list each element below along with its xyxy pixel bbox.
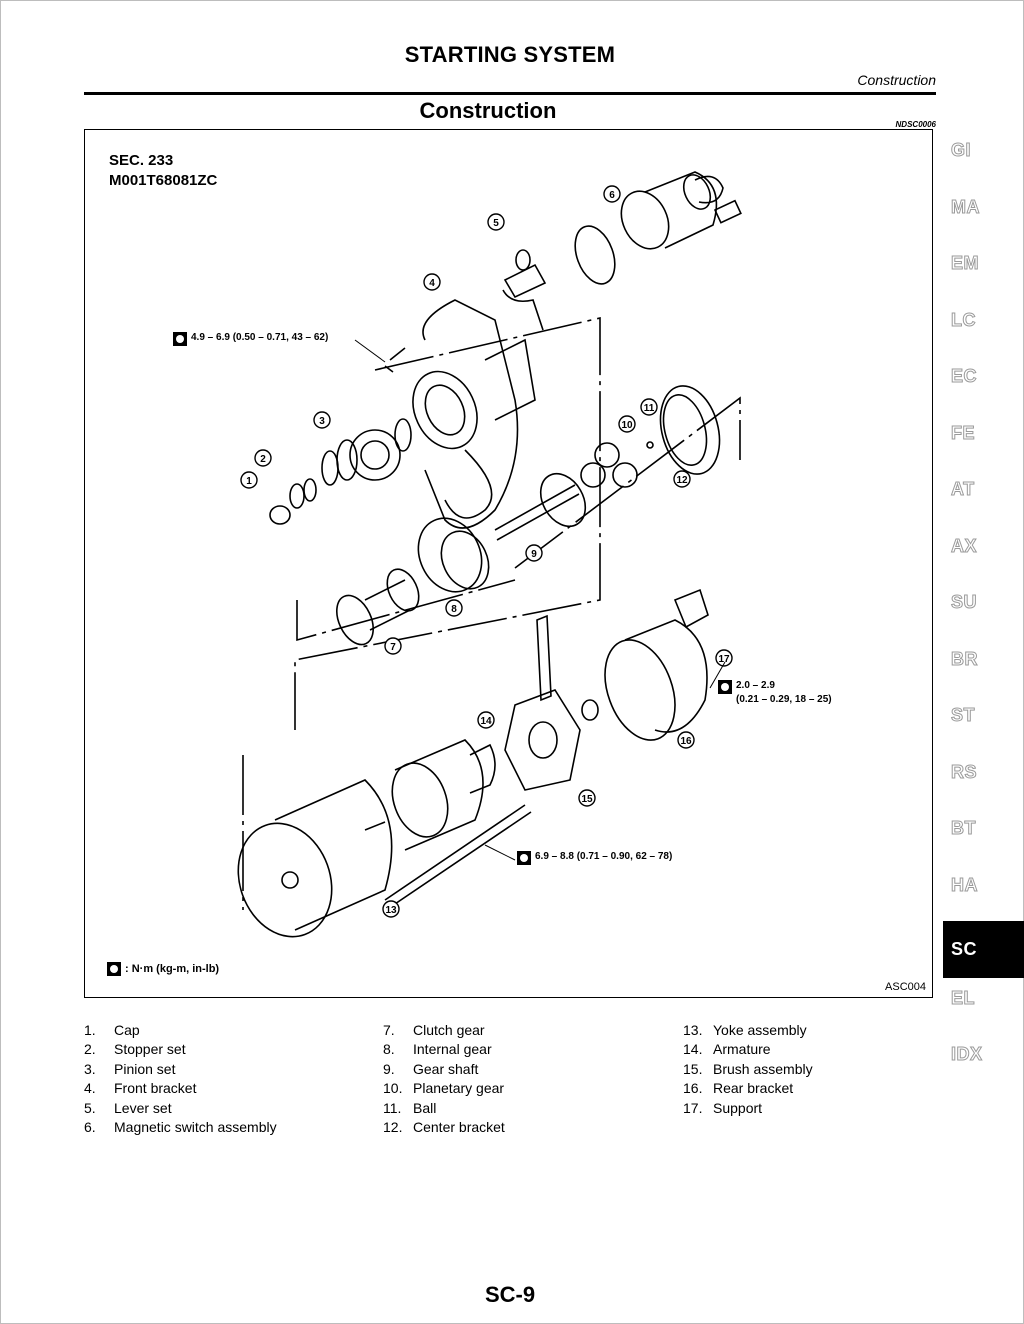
tab-gi[interactable]: GI <box>951 140 972 161</box>
callout-1: 1 <box>246 476 252 487</box>
tab-bt[interactable]: BT <box>951 818 977 839</box>
callout-3: 3 <box>319 416 325 427</box>
exploded-view-figure: SEC. 233 M001T68081ZC <box>84 129 933 998</box>
page-number: SC-9 <box>484 1282 536 1307</box>
list-item: 17.Support <box>683 1099 763 1116</box>
starter-exploded-drawing: 6 5 4 3 2 1 11 10 12 9 8 7 17 14 16 15 1… <box>237 171 742 938</box>
tab-ec[interactable]: EC <box>951 366 978 387</box>
parts-list-column-1: 1.Cap 2.Stopper set 3.Pinion set 4.Front… <box>84 1022 277 1138</box>
tab-ma[interactable]: MA <box>951 196 981 217</box>
tab-su[interactable]: SU <box>951 592 978 613</box>
tab-ax[interactable]: AX <box>951 535 978 556</box>
callout-4: 4 <box>429 278 435 289</box>
torque-wrench-icon <box>718 680 732 694</box>
list-item: 14.Armature <box>683 1041 771 1058</box>
tab-em[interactable]: EM <box>951 253 980 274</box>
torque-wrench-icon <box>107 962 121 976</box>
list-item: 11.Ball <box>383 1099 437 1116</box>
callout-12: 12 <box>676 475 688 486</box>
parts-list-column-2: 7.Clutch gear 8.Internal gear 9.Gear sha… <box>383 1022 505 1138</box>
page-header-subtitle: Construction <box>857 72 936 88</box>
callout-7: 7 <box>390 642 396 653</box>
figure-code: ASC004 <box>885 981 926 993</box>
list-item: 1.Cap <box>84 1022 140 1038</box>
callout-13: 13 <box>385 905 397 916</box>
torque-spec-rear-bracket-screw: 2.0 – 2.9 (0.21 – 0.29, 18 – 25) <box>718 680 832 705</box>
callout-14: 14 <box>480 716 492 727</box>
torque-spec-front-bracket-bolt: 4.9 – 6.9 (0.50 – 0.71, 43 – 62) <box>173 332 328 346</box>
callout-5: 5 <box>493 218 499 229</box>
tab-rs[interactable]: RS <box>951 761 978 782</box>
torque-spec-through-bolt: 6.9 – 8.8 (0.71 – 0.90, 62 – 78) <box>517 851 672 865</box>
torque-wrench-icon <box>173 332 187 346</box>
torque-unit-legend: : N·m (kg-m, in-lb) <box>107 962 219 976</box>
list-item: 8.Internal gear <box>383 1041 492 1058</box>
tab-br[interactable]: BR <box>951 648 979 669</box>
header-rule <box>84 92 936 95</box>
tab-lc[interactable]: LC <box>951 309 977 330</box>
list-item: 2.Stopper set <box>84 1041 186 1058</box>
tab-el[interactable]: EL <box>951 987 976 1008</box>
callout-9: 9 <box>531 549 537 560</box>
list-item: 13.Yoke assembly <box>683 1022 807 1038</box>
tab-idx[interactable]: IDX <box>951 1044 983 1065</box>
section-title: Construction <box>419 98 557 123</box>
list-item: 15.Brush assembly <box>683 1060 813 1077</box>
section-tab-strip: GI MA EM LC EC FE AT AX SU BR ST RS BT H… <box>943 130 1024 1091</box>
list-item: 7.Clutch gear <box>383 1022 485 1038</box>
list-item: 4.Front bracket <box>84 1080 197 1097</box>
callout-11: 11 <box>644 403 655 414</box>
section-id: NDSC0006 <box>895 120 936 129</box>
figure-sec-label: SEC. 233 <box>109 152 174 169</box>
callout-17: 17 <box>718 654 730 665</box>
parts-list-column-3: 13.Yoke assembly 14.Armature 15.Brush as… <box>683 1022 813 1119</box>
list-item: 10.Planetary gear <box>383 1080 505 1097</box>
tab-ha[interactable]: HA <box>951 874 979 895</box>
figure-part-number: M001T68081ZC <box>109 172 218 189</box>
list-item: 9.Gear shaft <box>383 1060 479 1077</box>
tab-st[interactable]: ST <box>951 705 976 726</box>
page-header-title: STARTING SYSTEM <box>404 42 616 67</box>
tab-sc[interactable]: SC <box>943 921 1024 978</box>
callout-15: 15 <box>581 794 593 805</box>
torque-wrench-icon <box>517 851 531 865</box>
callout-10: 10 <box>621 420 633 431</box>
list-item: 3.Pinion set <box>84 1060 176 1077</box>
list-item: 6.Magnetic switch assembly <box>84 1118 277 1135</box>
list-item: 5.Lever set <box>84 1099 172 1116</box>
callout-2: 2 <box>260 454 266 465</box>
tab-fe[interactable]: FE <box>951 422 976 443</box>
callout-8: 8 <box>451 604 457 615</box>
callout-16: 16 <box>680 736 692 747</box>
callout-6: 6 <box>609 190 615 201</box>
tab-at[interactable]: AT <box>951 479 975 500</box>
list-item: 16.Rear bracket <box>683 1080 794 1097</box>
list-item: 12.Center bracket <box>383 1118 505 1135</box>
